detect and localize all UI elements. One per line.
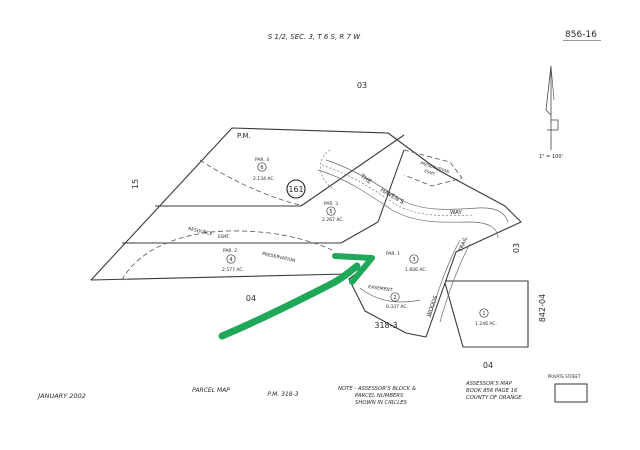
resource-label: RESOURCE (188, 226, 213, 237)
parcel-4-label: PAR. 4 (255, 157, 269, 163)
parcel-3-number: 5 (329, 209, 332, 215)
page-number-underline (563, 40, 601, 41)
scale-label: 1" = 100' (539, 154, 563, 160)
parcel-1-boundary (444, 280, 529, 348)
street-label-woods: WOODS (426, 295, 439, 318)
neighbor-bottom-right: 04 (483, 361, 493, 370)
trail-edge (429, 239, 461, 319)
preservation-esmt-arc-2 (199, 159, 301, 206)
parcel-2s-number: 2 (393, 295, 396, 301)
footer-note-1: NOTE - ASSESSOR'S BLOCK & (338, 386, 416, 392)
parcel-3-circle (326, 206, 336, 216)
pm-label: P.M. (237, 132, 251, 140)
map-page-number: 856-16 (565, 30, 597, 40)
preservation-esmt-boundary (403, 149, 463, 187)
block-number: 161 (288, 185, 303, 194)
easement-curve (359, 287, 421, 303)
parcel-2s-area: 0.337 AC. (386, 304, 408, 310)
parcel-1-area: 1.606 AC. (405, 267, 427, 273)
parcel-boundary-outer (90, 127, 522, 338)
parcel-3-area: 2.267 AC. (322, 217, 344, 223)
lot-line-4-3-diag (300, 134, 405, 207)
legend-box (554, 383, 588, 403)
parcel-4-area: 2.134 AC. (253, 176, 275, 182)
parcel-2-label: PAR. 2 (223, 248, 237, 254)
footer-date: JANUARY 2002 (36, 392, 86, 400)
parcel-1-label: PAR. 1 (386, 251, 400, 257)
parcel-3-label: PAR. 3 (324, 201, 338, 207)
parcel-1-circle (409, 254, 419, 264)
section-header: S 1/2, SEC. 3, T 6 S, R 7 W (268, 33, 361, 41)
parcel-2-circle (226, 254, 236, 264)
street-edge-north (325, 159, 509, 223)
street-centerline (321, 164, 475, 217)
inner-arc-parcel-3 (320, 149, 336, 191)
neighbor-bottom-left: 04 (246, 294, 256, 303)
preservation-esmt-label: ESMT. (424, 168, 437, 176)
esmt-label: ESMT. (218, 234, 230, 239)
neighbor-right: 03 (512, 243, 521, 253)
trail-edge-2 (439, 243, 471, 323)
parcel-2-area: 2.577 AC. (222, 267, 244, 273)
footer-map-ref: P.M. 318-3 (267, 391, 298, 398)
neighbor-right-vertical: 842-04 (538, 294, 547, 322)
footer-assessor-2: BOOK 856 PAGE 16 (466, 388, 518, 394)
footer-note-3: SHOWN IN CIRCLES (355, 400, 408, 406)
street-label-way: WAY (450, 210, 462, 216)
footer-assessor-1: ASSESSOR'S MAP (465, 381, 513, 387)
street-label-trail: TRAIL (458, 235, 470, 253)
green-pointer-arrow (218, 253, 375, 340)
parcel-2-number: 4 (229, 257, 232, 263)
neighbor-top: 03 (357, 81, 367, 90)
footer-assessor-3: COUNTY OF ORANGE (466, 395, 522, 401)
resource-esmt-arc (121, 230, 333, 281)
street-edge-south (317, 169, 499, 239)
footer-note-2: PARCEL NUMBERS (355, 393, 404, 399)
north-arrow (545, 65, 559, 150)
parcel-1r-circle (479, 308, 489, 318)
parcel-2s-circle (390, 292, 400, 302)
parcel-4-number: 6 (260, 165, 263, 171)
parcel-1-number: 3 (412, 257, 415, 263)
block-circle (286, 179, 306, 199)
parcel-4-circle (257, 162, 267, 172)
parcel-1r-number: 1 (482, 311, 485, 317)
parcel-map-ref: 318-3 (374, 321, 397, 330)
easement-label: EASEMENT (368, 284, 393, 293)
preservation-2-label: PRESERVATION (262, 251, 296, 264)
lot-line-street (377, 149, 405, 223)
parcel-1r-area: 1.246 AC. (475, 321, 497, 327)
street-label-haven: HAVEN'S (379, 187, 405, 206)
private-street-legend: PRIVATE STREET (548, 374, 581, 379)
street-label-the: THE (358, 172, 373, 185)
footer-map-type: PARCEL MAP (192, 387, 230, 394)
lot-line-2-1 (340, 221, 379, 244)
neighbor-left: 15 (131, 179, 140, 189)
